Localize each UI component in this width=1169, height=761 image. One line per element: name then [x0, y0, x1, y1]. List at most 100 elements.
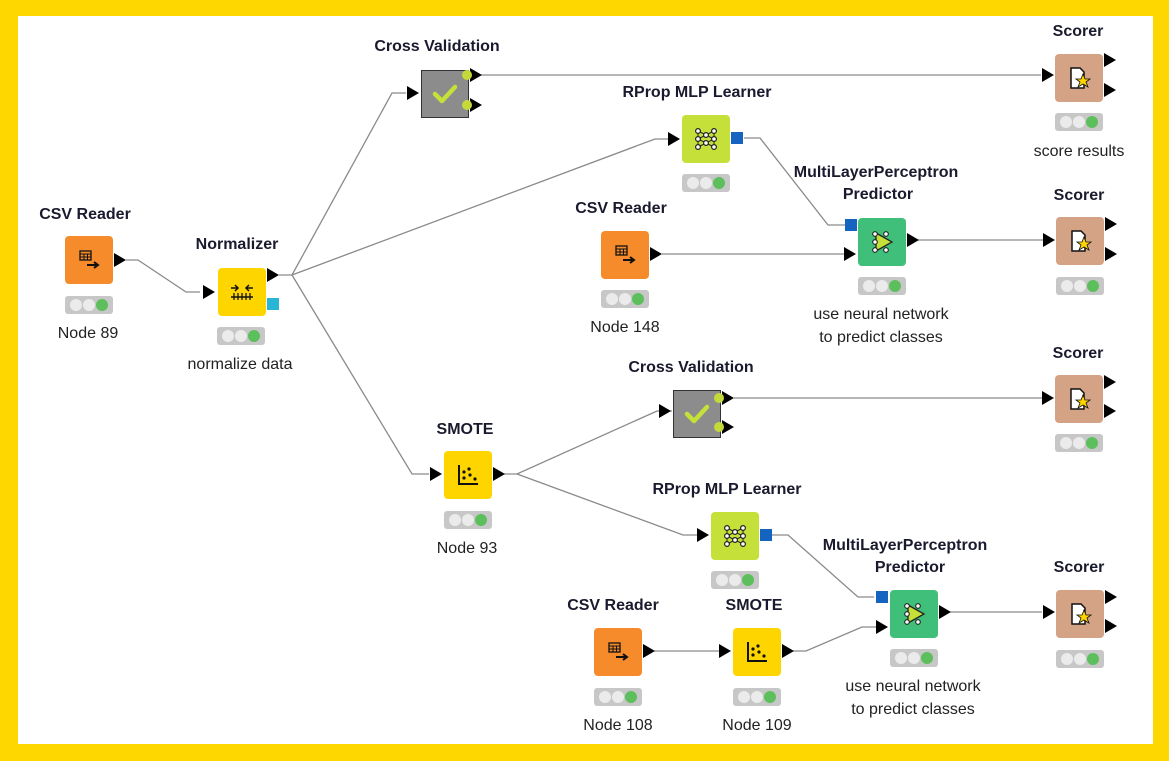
table-arrow-icon	[615, 245, 636, 264]
neural-net-icon	[723, 524, 747, 548]
input-port[interactable]	[1043, 233, 1055, 247]
output-port[interactable]	[650, 247, 662, 261]
normalize-icon	[231, 284, 253, 300]
model-output-port[interactable]	[760, 529, 772, 541]
status-indicator	[733, 688, 781, 706]
node-title: RProp MLP Learner	[652, 481, 802, 498]
status-indicator	[1055, 113, 1103, 131]
output-port[interactable]	[722, 391, 734, 405]
output-port[interactable]	[939, 605, 951, 619]
status-indicator	[1056, 277, 1104, 295]
node-label-line2[interactable]: to predict classes	[851, 701, 975, 718]
model-input-port[interactable]	[876, 591, 888, 603]
output-port[interactable]	[782, 644, 794, 658]
output-port[interactable]	[1105, 247, 1117, 261]
node-label[interactable]: Node 93	[436, 540, 498, 557]
node-title-line2: Predictor	[874, 559, 946, 576]
node-label[interactable]: normalize data	[187, 356, 293, 373]
input-port[interactable]	[1042, 391, 1054, 405]
node-body[interactable]	[65, 236, 113, 284]
input-port[interactable]	[697, 528, 709, 542]
status-indicator	[1055, 434, 1103, 452]
node-label[interactable]: Node 108	[583, 717, 653, 734]
node-body[interactable]	[733, 628, 781, 676]
node-label-line1[interactable]: use neural network	[845, 678, 981, 695]
node-body[interactable]	[682, 115, 730, 163]
output-port[interactable]	[1104, 375, 1116, 389]
status-indicator	[594, 688, 642, 706]
node-label[interactable]: Node 148	[590, 319, 660, 336]
neural-net-icon	[694, 127, 718, 151]
status-indicator	[1056, 650, 1104, 668]
model-output-port[interactable]	[731, 132, 743, 144]
predictor-icon	[872, 231, 894, 253]
node-title-line2: Predictor	[842, 186, 914, 203]
flow-port-dot	[714, 393, 724, 403]
status-indicator	[890, 649, 938, 667]
output-port[interactable]	[267, 268, 279, 282]
node-title: Cross Validation	[628, 359, 754, 376]
output-port[interactable]	[722, 420, 734, 434]
input-port[interactable]	[1042, 68, 1054, 82]
node-body[interactable]	[594, 628, 642, 676]
output-port[interactable]	[643, 644, 655, 658]
status-indicator	[858, 277, 906, 295]
node-label-line1[interactable]: use neural network	[813, 306, 949, 323]
node-title: Cross Validation	[374, 38, 500, 55]
output-port[interactable]	[1105, 590, 1117, 604]
input-port[interactable]	[668, 132, 680, 146]
output-port[interactable]	[1104, 53, 1116, 67]
output-port[interactable]	[470, 98, 482, 112]
node-title: Normalizer	[195, 236, 279, 253]
node-body[interactable]	[1056, 590, 1104, 638]
scorer-icon	[1071, 603, 1093, 625]
node-body[interactable]	[1056, 217, 1104, 265]
output-port[interactable]	[907, 233, 919, 247]
node-body[interactable]	[711, 512, 759, 560]
node-title: Scorer	[1053, 559, 1105, 576]
scorer-icon	[1071, 230, 1093, 252]
status-indicator	[711, 571, 759, 589]
output-port[interactable]	[493, 467, 505, 481]
output-port[interactable]	[1105, 619, 1117, 633]
input-port[interactable]	[430, 467, 442, 481]
output-port[interactable]	[114, 253, 126, 267]
node-body[interactable]	[858, 218, 906, 266]
flow-port-dot	[462, 100, 472, 110]
input-port[interactable]	[844, 247, 856, 261]
node-body[interactable]	[673, 390, 721, 438]
input-port[interactable]	[876, 620, 888, 634]
node-title: Scorer	[1052, 345, 1104, 362]
node-title: CSV Reader	[567, 597, 659, 614]
node-body[interactable]	[218, 268, 266, 316]
scorer-icon	[1070, 67, 1092, 89]
pmml-output-port[interactable]	[267, 298, 279, 310]
node-label[interactable]: Node 89	[57, 325, 119, 342]
node-body[interactable]	[601, 231, 649, 279]
input-port[interactable]	[407, 86, 419, 100]
output-port[interactable]	[1104, 404, 1116, 418]
scatter-icon	[458, 465, 478, 485]
predictor-icon	[904, 603, 926, 625]
node-label[interactable]: Node 109	[722, 717, 792, 734]
node-body[interactable]	[1055, 375, 1103, 423]
input-port[interactable]	[203, 285, 215, 299]
output-port[interactable]	[1104, 83, 1116, 97]
status-indicator	[444, 511, 492, 529]
node-label[interactable]: score results	[1033, 143, 1125, 160]
table-arrow-icon	[79, 250, 100, 269]
output-port[interactable]	[1105, 217, 1117, 231]
checkmark-icon	[684, 404, 710, 424]
input-port[interactable]	[719, 644, 731, 658]
node-body[interactable]	[1055, 54, 1103, 102]
input-port[interactable]	[659, 404, 671, 418]
node-body[interactable]	[444, 451, 492, 499]
node-label-line2[interactable]: to predict classes	[819, 329, 943, 346]
input-port[interactable]	[1043, 605, 1055, 619]
workflow-canvas[interactable]	[18, 16, 1153, 744]
node-title: Scorer	[1052, 23, 1104, 40]
model-input-port[interactable]	[845, 219, 857, 231]
node-body[interactable]	[421, 70, 469, 118]
output-port[interactable]	[470, 68, 482, 82]
node-body[interactable]	[890, 590, 938, 638]
